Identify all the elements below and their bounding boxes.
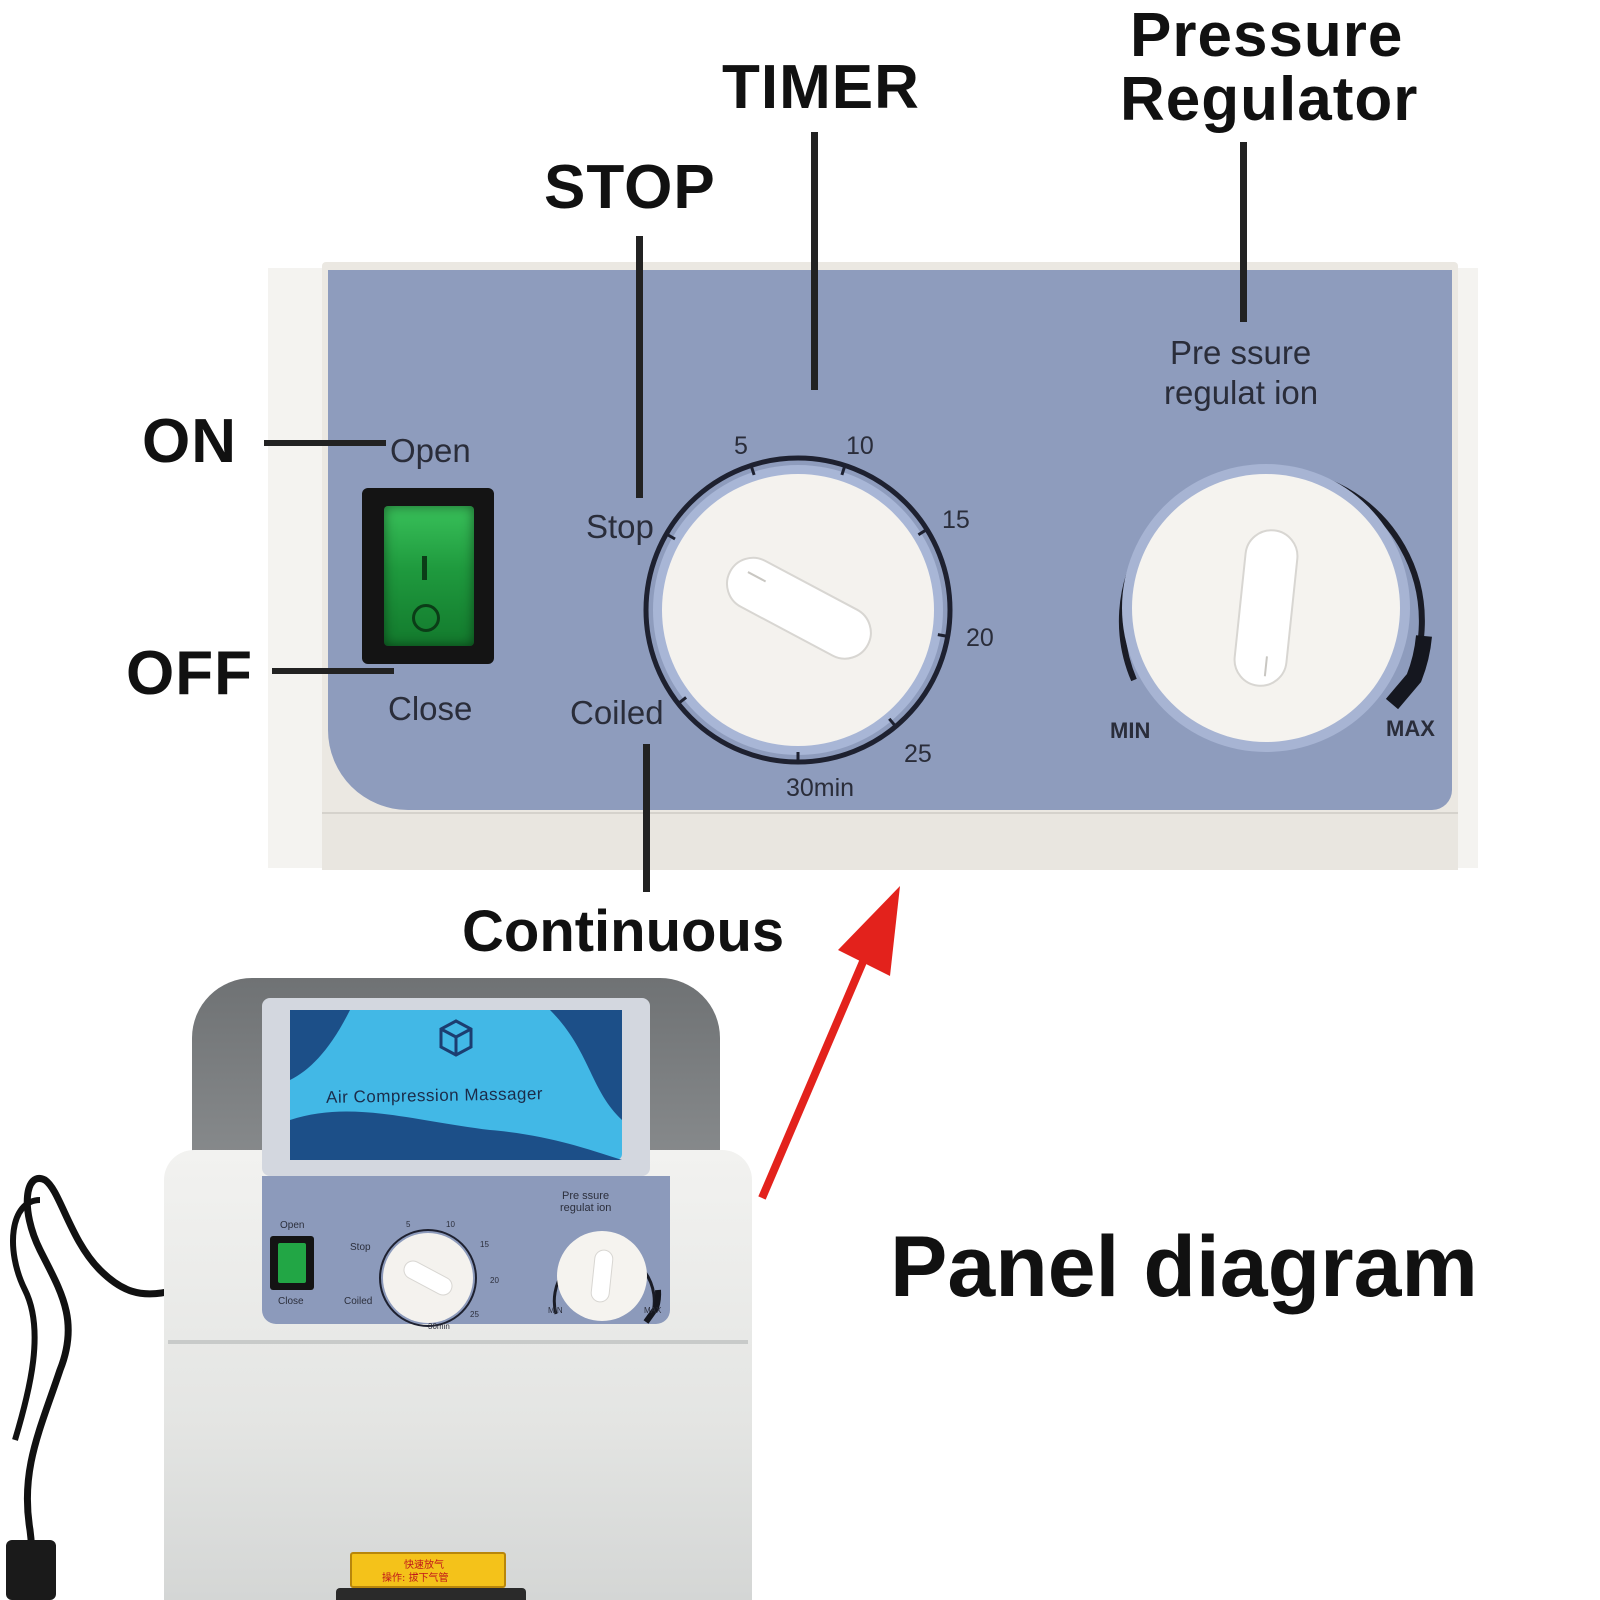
leader-pressure xyxy=(1240,142,1247,322)
device-warning-line1: 快速放气 xyxy=(404,1560,444,1571)
device-body-seam xyxy=(168,1340,748,1344)
device-timer-dial[interactable] xyxy=(374,1224,482,1332)
pressure-regulation-label-line2: regulat ion xyxy=(1164,374,1319,411)
timer-tick-25: 25 xyxy=(904,740,932,768)
leader-stop xyxy=(636,236,643,498)
switch-on-mark xyxy=(422,556,427,580)
device-warning-line2: 操作: 拔下气管 xyxy=(382,1573,449,1584)
callout-pressure-line1: Pressure xyxy=(1130,1,1404,70)
leader-off xyxy=(272,668,394,674)
device-pressure-label-line1: Pre ssure xyxy=(562,1190,610,1202)
device-tick-5: 5 xyxy=(406,1220,411,1229)
leader-on xyxy=(264,440,386,446)
device-close-label: Close xyxy=(278,1296,304,1307)
device-display-graphic xyxy=(290,1010,622,1160)
panel-diagram-title: Panel diagram xyxy=(890,1219,1478,1315)
device-brand-label: Air Compression Massager xyxy=(325,1084,544,1107)
timer-tick-5: 5 xyxy=(734,432,748,460)
power-cord xyxy=(6,1175,176,1600)
device-pressure-label-line2: regulat ion xyxy=(560,1202,612,1214)
device-pressure-dial[interactable] xyxy=(540,1220,666,1328)
timer-tick-10: 10 xyxy=(846,432,874,460)
device-min-label: MIN xyxy=(548,1306,563,1315)
red-arrow-icon xyxy=(758,886,900,1200)
callout-stop: STOP xyxy=(544,153,716,222)
pressure-max-label: MAX xyxy=(1386,716,1435,741)
device-tick-25: 25 xyxy=(470,1310,479,1319)
switch-close-label: Close xyxy=(388,690,473,727)
leader-continuous xyxy=(643,744,650,892)
device-max-label: MAX xyxy=(644,1306,662,1315)
timer-knob-handle xyxy=(726,556,872,660)
pressure-regulation-label-line1: Pre ssure xyxy=(1170,334,1312,371)
callout-continuous: Continuous xyxy=(462,899,785,964)
device-tick-30min: 30min xyxy=(428,1322,450,1331)
switch-off-mark xyxy=(412,604,440,632)
device-stop-label: Stop xyxy=(350,1242,371,1253)
timer-tick-15: 15 xyxy=(942,506,970,534)
timer-coiled-label: Coiled xyxy=(570,694,664,731)
pressure-knob-handle xyxy=(1233,529,1299,687)
timer-dial-ticks xyxy=(665,464,948,762)
cube-logo-icon xyxy=(439,1019,473,1057)
callout-off: OFF xyxy=(126,639,253,708)
device-tick-10: 10 xyxy=(446,1220,455,1229)
panel-bottom-lip xyxy=(322,812,1458,870)
timer-tick-20: 20 xyxy=(966,624,994,652)
device-tick-15: 15 xyxy=(480,1240,489,1249)
callout-pressure-line2: Regulator xyxy=(1120,65,1419,134)
switch-open-label: Open xyxy=(390,432,471,469)
callout-on: ON xyxy=(142,407,237,476)
device-power-rocker[interactable] xyxy=(278,1243,306,1283)
leader-timer xyxy=(811,132,818,390)
timer-dial[interactable] xyxy=(628,440,968,780)
device-coiled-label: Coiled xyxy=(344,1296,373,1307)
device-air-ports xyxy=(336,1588,526,1600)
pressure-min-label: MIN xyxy=(1110,718,1151,743)
pressure-dial[interactable] xyxy=(1096,436,1436,756)
device-open-label: Open xyxy=(280,1220,305,1231)
timer-stop-label: Stop xyxy=(586,508,654,545)
timer-tick-30min: 30min xyxy=(786,774,855,802)
device-warning-sticker xyxy=(350,1552,506,1588)
device-tick-20: 20 xyxy=(490,1276,499,1285)
callout-timer: TIMER xyxy=(722,53,920,122)
